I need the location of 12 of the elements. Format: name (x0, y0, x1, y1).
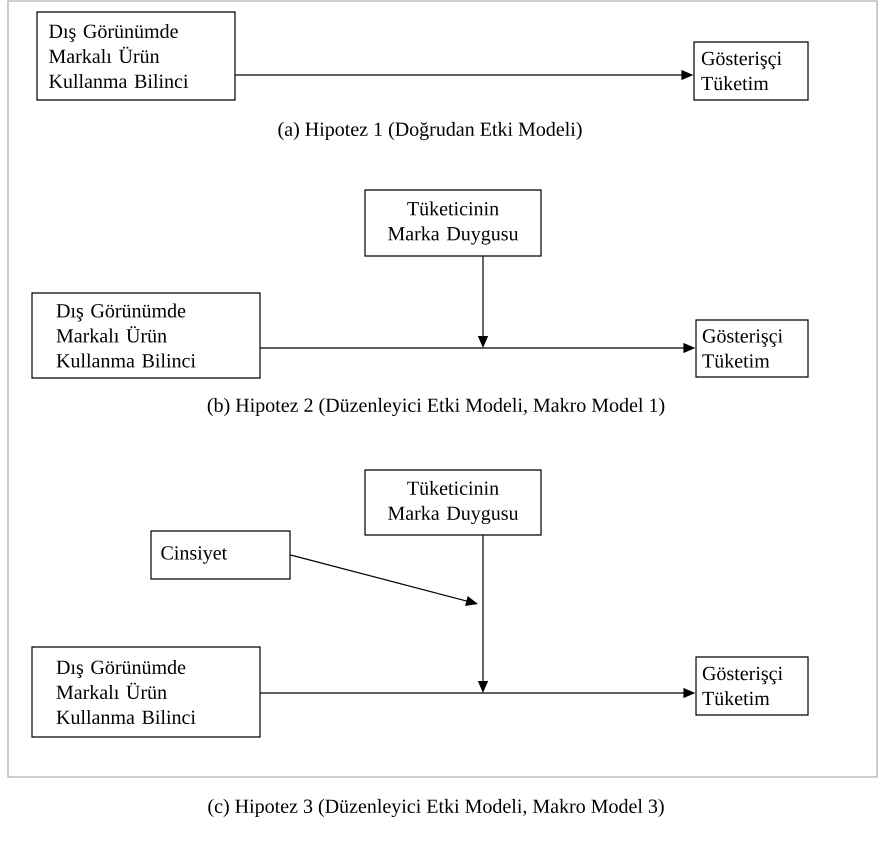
text-box: Gösterişçi Tüketim (695, 319, 809, 378)
text-box: Dış Görünümde Markalı Ürün Kullanma Bilinci (31, 292, 261, 379)
text-box: Dış Görünümde Markalı Ürün Kullanma Bilinci (31, 646, 261, 738)
text-box: Dış Görünümde Markalı Ürün Kullanma Bilinci (36, 11, 236, 101)
text-box: Tüketicinin Marka Duygusu (364, 189, 542, 257)
caption: (b) Hipotez 2 (Düzenleyici Etki Modeli, Makro Model 1) (208, 398, 664, 416)
text-box: Cinsiyet (150, 530, 291, 580)
caption: (a) Hipotez 1 (Doğrudan Etki Modeli) (278, 122, 582, 140)
text-box: Gösterişçi Tüketim (695, 656, 809, 716)
text-box: Gösterişçi Tüketim (693, 41, 809, 101)
text-box: Tüketicinin Marka Duygusu (364, 469, 542, 536)
caption: (c) Hipotez 3 (Düzenleyici Etki Modeli, Makro Model 3) (208, 798, 664, 818)
